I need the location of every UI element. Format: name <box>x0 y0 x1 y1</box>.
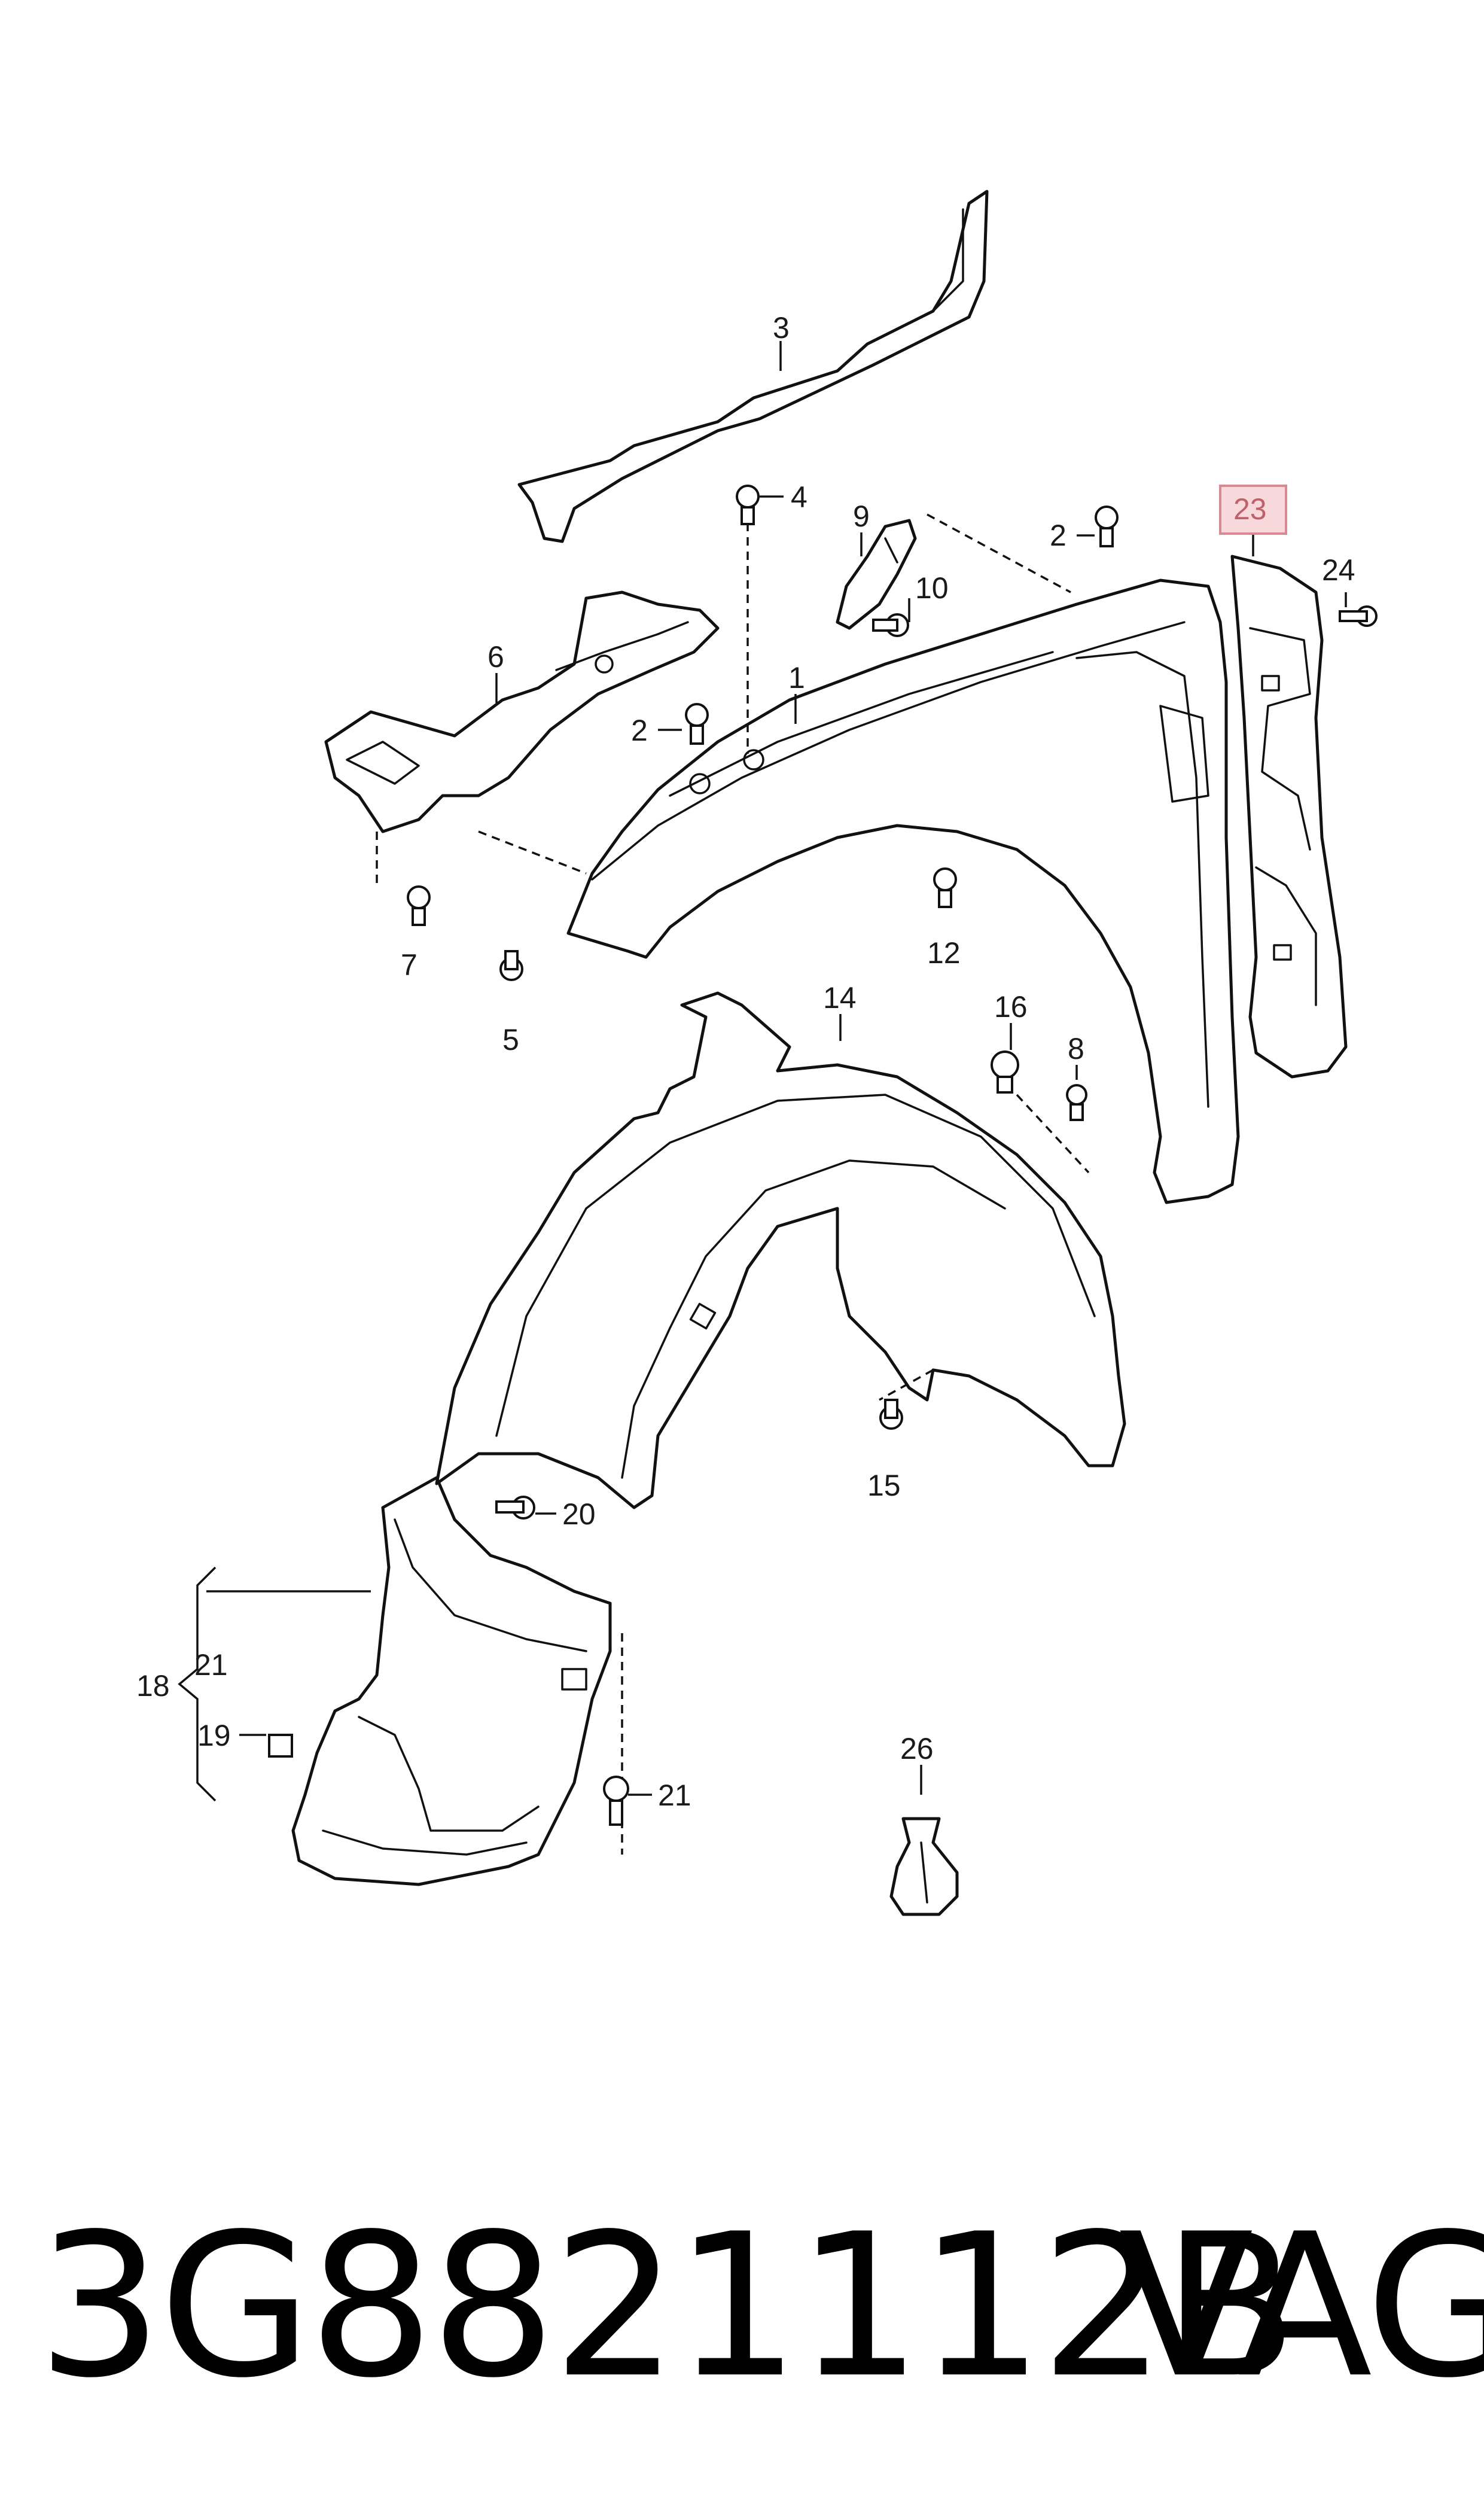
callout-2b: 2 <box>631 714 648 747</box>
callout-4: 4 <box>791 480 807 514</box>
callout-6: 6 <box>487 640 504 674</box>
clip-icon <box>991 1051 1019 1094</box>
callout-8: 8 <box>1068 1032 1084 1065</box>
part-21-front-liner <box>291 1476 612 1886</box>
callout-10: 10 <box>915 571 949 605</box>
screw-icon <box>872 613 909 637</box>
screw-icon <box>685 703 709 745</box>
callout-26: 26 <box>900 1732 934 1765</box>
callout-7: 7 <box>401 948 418 982</box>
highlight-box-23 <box>1219 485 1287 535</box>
clip-icon <box>268 1734 293 1758</box>
part-14-wheel-liner <box>435 991 1126 1509</box>
callout-1: 1 <box>788 661 805 695</box>
screw-icon <box>933 867 957 908</box>
callout-3: 3 <box>773 311 790 345</box>
part-23-seal <box>1230 555 1348 1079</box>
part-6-bracket <box>324 590 720 833</box>
screw-icon <box>499 950 523 981</box>
screw-icon <box>1095 506 1119 547</box>
callout-20: 20 <box>562 1497 596 1531</box>
brand-label: VAG <box>1119 2191 1484 2421</box>
callout-18: 18 <box>136 1669 170 1703</box>
callout-2a: 2 <box>1050 519 1066 552</box>
callout-9: 9 <box>853 500 870 533</box>
exploded-parts-diagram: 3 4 9 2 10 6 1 2 23 24 7 12 5 14 16 8 15… <box>136 190 1378 1916</box>
callout-14: 14 <box>823 981 857 1015</box>
callout-5: 5 <box>502 1023 519 1056</box>
leader-lines <box>178 341 1347 1802</box>
callout-19: 19 <box>197 1719 231 1752</box>
callout-21b: 21 <box>658 1779 691 1812</box>
part-number: 3G8821112B <box>37 2191 1298 2421</box>
screw-icon <box>879 1399 903 1430</box>
screw-icon <box>495 1496 535 1520</box>
screw-icon <box>736 485 760 525</box>
screw-icon <box>407 885 431 926</box>
callout-15: 15 <box>867 1469 901 1502</box>
callout-24: 24 <box>1322 553 1355 587</box>
part-26-plug <box>889 1817 959 1916</box>
part-9-bracket <box>836 519 917 630</box>
screw-icon <box>1339 605 1378 627</box>
callout-12: 12 <box>927 936 961 970</box>
callout-16: 16 <box>994 990 1028 1024</box>
screw-icon <box>1066 1084 1087 1121</box>
callout-23: 23 <box>1233 492 1267 526</box>
part-1-fender <box>566 578 1240 1204</box>
part-3-rail <box>517 190 989 543</box>
assembly-lines <box>376 509 1090 1855</box>
rivet-icon <box>603 1776 629 1826</box>
callout-21a: 21 <box>194 1648 228 1682</box>
